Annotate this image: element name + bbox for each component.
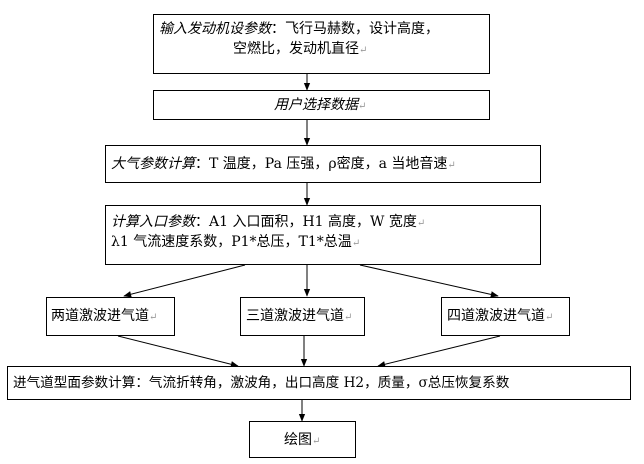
three-shock-inlet-box: 三道激波进气道↵	[240, 297, 365, 336]
inlet-line-1: 计算入口参数：A1 入口面积，H1 高度，W 宽度↵	[111, 212, 540, 232]
two-shock-inlet-box: 两道激波进气道↵	[46, 297, 175, 336]
user-select-data-text: 用户选择数据	[274, 97, 358, 113]
input-text-2: 空燃比，发动机直径	[233, 41, 359, 57]
inlet-text-2: λ1 气流速度系数，P1*总压，T1*总温	[111, 234, 352, 250]
inlet-geometry-text: 进气道型面参数计算：气流折转角，激波角，出口高度 H2，质量，σ总压恢复系数	[13, 375, 510, 391]
cell-mark: ↵	[344, 312, 353, 323]
cell-mark: ↵	[545, 312, 554, 323]
inlet-line-2: λ1 气流速度系数，P1*总压，T1*总温↵	[111, 232, 540, 252]
paragraph-mark: ↵	[358, 101, 367, 112]
four-shock-inlet-box: 四道激波进气道↵	[441, 297, 570, 336]
atmosphere-calculation-box: 大气参数计算：T 温度，Pa 压强，ρ密度，a 当地音速↵	[105, 145, 541, 183]
inlet-heading: 计算入口参数	[111, 214, 195, 230]
paragraph-mark: ↵	[312, 436, 321, 447]
arrow-two-shock-to-geometry	[117, 335, 239, 368]
paragraph-mark: ↵	[351, 238, 361, 249]
two-shock-inlet-text: 两道激波进气道	[51, 308, 149, 324]
arrow-inlet-to-two-shock	[123, 264, 246, 298]
inlet-geometry-calculation-box: 进气道型面参数计算：气流折转角，激波角，出口高度 H2，质量，σ总压恢复系数	[7, 366, 631, 400]
arrow-four-shock-to-geometry	[377, 335, 501, 368]
plot-box: 绘图↵	[249, 421, 356, 458]
input-engine-parameters-box: 输入发动机设参数：飞行马赫数，设计高度， 空燃比，发动机直径↵	[153, 14, 490, 74]
input-line-1: 输入发动机设参数：飞行马赫数，设计高度，	[159, 19, 489, 39]
atmosphere-heading: 大气参数计算	[111, 156, 195, 172]
cell-mark: ↵	[149, 312, 158, 323]
paragraph-mark: ↵	[359, 45, 368, 56]
four-shock-inlet-text: 四道激波进气道	[447, 308, 545, 324]
plot-text: 绘图	[284, 432, 312, 448]
arrow-inlet-to-four-shock	[359, 264, 499, 298]
paragraph-mark: ↵	[416, 218, 426, 229]
three-shock-inlet-text: 三道激波进气道	[246, 308, 344, 324]
input-line-2: 空燃比，发动机直径↵	[159, 39, 489, 59]
input-heading: 输入发动机设参数	[159, 21, 271, 37]
inlet-text: ：A1 入口面积，H1 高度，W 宽度	[195, 214, 417, 230]
inlet-parameters-box: 计算入口参数：A1 入口面积，H1 高度，W 宽度↵ λ1 气流速度系数，P1*…	[105, 205, 541, 265]
atmosphere-text: ：T 温度，Pa 压强，ρ密度，a 当地音速	[195, 156, 448, 172]
user-select-data-box: 用户选择数据↵	[153, 90, 490, 120]
paragraph-mark: ↵	[447, 160, 456, 171]
input-text: ：飞行马赫数，设计高度，	[271, 21, 439, 37]
